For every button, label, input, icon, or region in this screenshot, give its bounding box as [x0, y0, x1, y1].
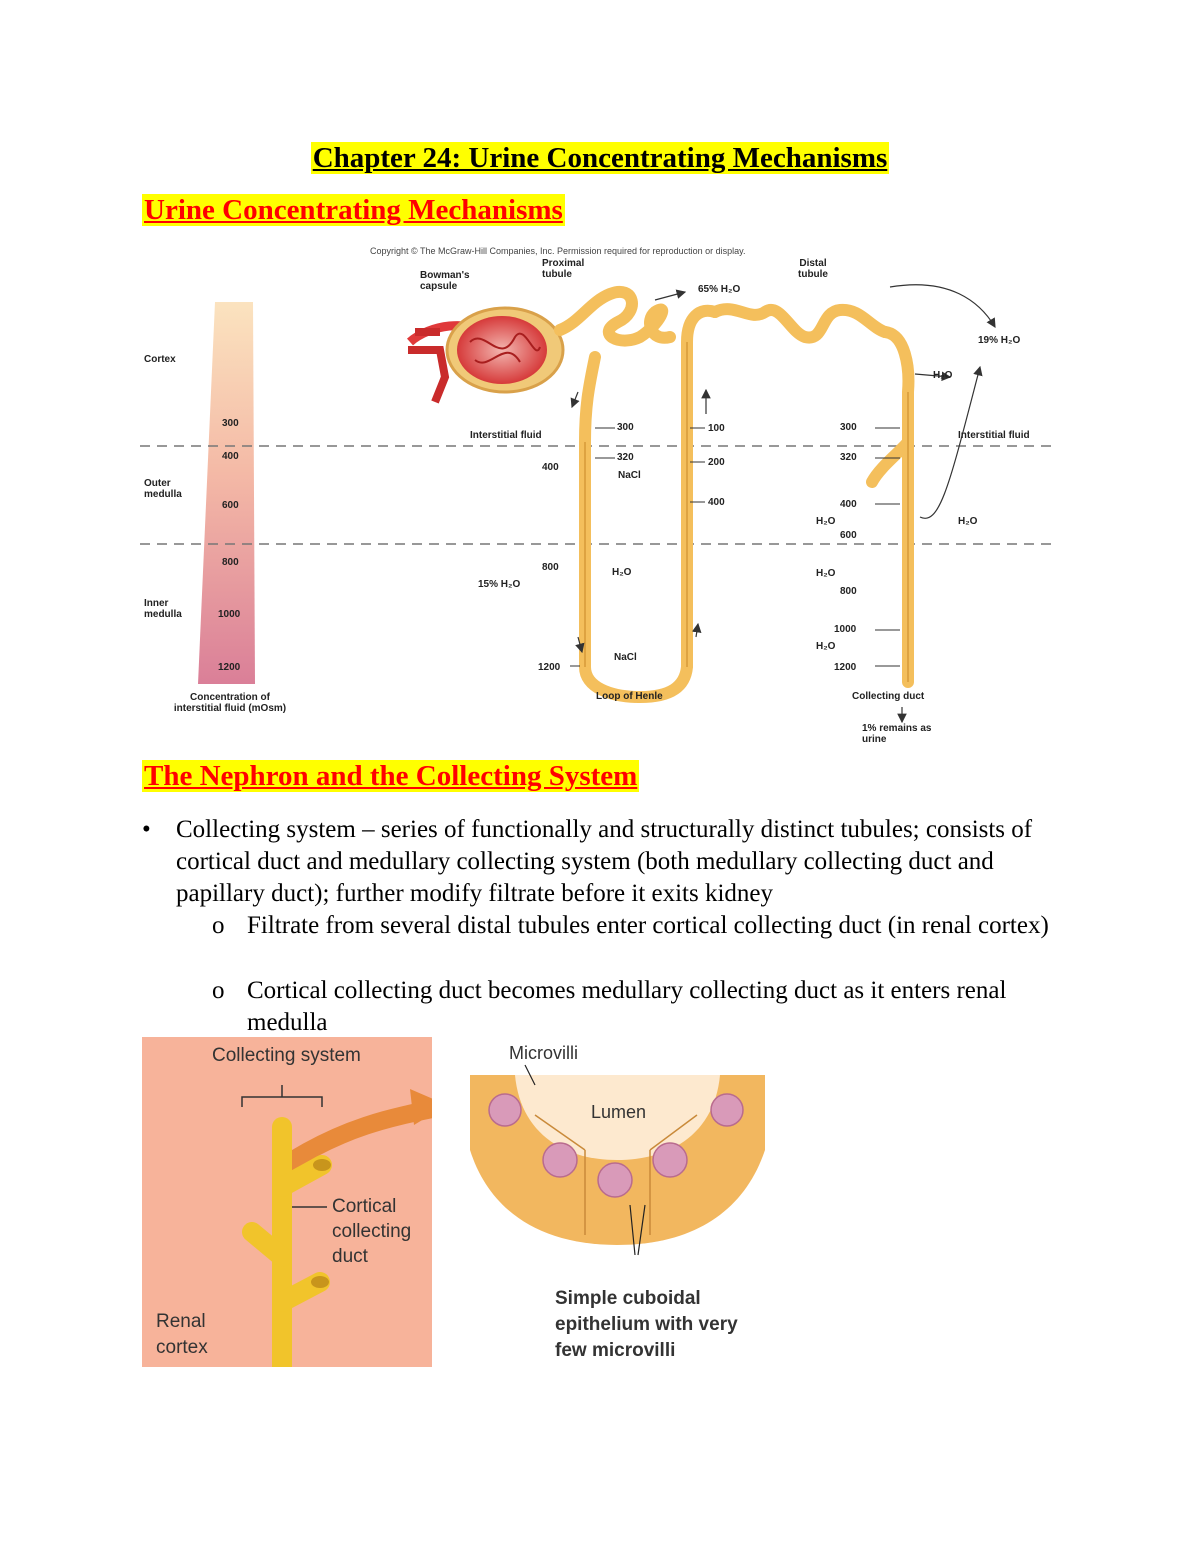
collecting-duct-illustration: [241, 1085, 447, 1377]
cd-320: 320: [840, 452, 857, 463]
nephron-tubule-outline: [584, 342, 909, 682]
label-interstitial-left: Interstitial fluid: [470, 430, 542, 441]
cd-600: 600: [840, 530, 857, 541]
label-simple-cuboidal-epithelium: Simple cuboidal epithelium with very few…: [555, 1288, 738, 1361]
arrow-65-h2o: [654, 289, 687, 301]
zone-inner-medulla: Inner medulla: [144, 598, 182, 620]
label-collecting-duct: Collecting duct: [852, 691, 925, 702]
arrow-to-19-h2o: [889, 284, 996, 329]
label-renal-cortex: Renal cortex: [156, 1311, 208, 1358]
cd-800: 800: [840, 586, 857, 597]
label-nacl-lower: NaCl: [614, 652, 637, 663]
label-cd-h2o-right: H₂O: [958, 516, 978, 527]
label-65-h2o: 65% H₂O: [698, 284, 741, 295]
label-microvilli: Microvilli: [509, 1043, 578, 1063]
gradient-caption: Concentration of interstitial fluid (mOs…: [173, 692, 287, 714]
section-heading-urine-mechanisms: Urine Concentrating Mechanisms: [142, 194, 565, 226]
label-cd-h2o-1: H₂O: [816, 516, 836, 527]
arrow-loop-down: [575, 636, 585, 654]
label-collecting-system: Collecting system: [212, 1045, 361, 1066]
label-19-h2o: 19% H₂O: [978, 335, 1021, 346]
label-loop-of-henle: Loop of Henle: [596, 691, 663, 702]
label-bowmans-capsule: Bowman's capsule: [420, 270, 470, 292]
collecting-system-panel: Collecting system Cortical collecting du…: [142, 1037, 447, 1377]
zone-cortex: Cortex: [144, 354, 176, 365]
label-interstitial-right: Interstitial fluid: [958, 430, 1030, 441]
page-title: Chapter 24: Urine Concentrating Mechanis…: [310, 142, 890, 174]
gradient-value-400: 400: [222, 451, 239, 462]
desc-800: 800: [542, 562, 559, 573]
arrow-dct-h2o: [914, 371, 952, 382]
cd-1200: 1200: [834, 662, 857, 673]
epithelium-illustration: [470, 1064, 765, 1256]
copyright-text: Copyright © The McGraw-Hill Companies, I…: [370, 246, 745, 256]
section-heading-nephron-collecting: The Nephron and the Collecting System: [142, 760, 640, 792]
desc-320: 320: [617, 452, 634, 463]
label-proximal-tubule: Proximal tubule: [542, 258, 585, 280]
desc-400: 400: [542, 462, 559, 473]
gradient-value-600: 600: [222, 500, 239, 511]
asc-200: 200: [708, 457, 725, 468]
label-loop-h2o: H₂O: [612, 567, 632, 578]
label-1-percent-urine: 1% remains as urine: [862, 723, 932, 745]
osmolarity-gradient-bar: [198, 302, 255, 684]
nephron-tubule: [554, 286, 915, 704]
label-lumen: Lumen: [591, 1102, 647, 1122]
nephron-diagram: Copyright © The McGraw-Hill Companies, I…: [140, 246, 1055, 724]
label-15-h2o: 15% H₂O: [478, 579, 521, 590]
gradient-value-1000: 1000: [218, 609, 241, 620]
desc-1200: 1200: [538, 662, 561, 673]
sub-bullet-filtrate: Filtrate from several distal tubules ent…: [247, 912, 1049, 939]
level-ticks: [570, 427, 900, 667]
epithelium-figure: Microvilli Lumen Simple cuboidal epithel…: [465, 1040, 770, 1370]
asc-100: 100: [708, 423, 725, 434]
zone-outer-medulla: Outer medulla: [144, 478, 182, 500]
arrow-descending: [570, 391, 580, 409]
label-cd-h2o-3: H₂O: [816, 641, 836, 652]
cd-300: 300: [840, 422, 857, 433]
label-dct-h2o: H₂O: [933, 370, 953, 381]
gradient-value-800: 800: [222, 557, 239, 568]
label-cortical-collecting-duct: Cortical collecting duct: [332, 1196, 412, 1267]
asc-400: 400: [708, 497, 725, 508]
sub-bullet-cortical-duct: Cortical collecting duct becomes medulla…: [247, 977, 1007, 1036]
bullet-marker: •: [142, 816, 151, 843]
desc-300: 300: [617, 422, 634, 433]
gradient-value-300: 300: [222, 418, 239, 429]
cd-400: 400: [840, 499, 857, 510]
arrow-cd-h2o-up: [919, 365, 983, 519]
bowmans-capsule-illustration: [406, 306, 565, 404]
label-nacl-upper: NaCl: [618, 470, 641, 481]
cd-1000: 1000: [834, 624, 857, 635]
arrow-loop-up: [691, 622, 702, 638]
label-distal-tubule: Distal tubule: [798, 258, 828, 280]
sub-bullet-marker-2: o: [212, 977, 225, 1004]
nephron-figure: Copyright © The McGraw-Hill Companies, I…: [140, 242, 1060, 752]
gradient-value-1200: 1200: [218, 662, 241, 673]
sub-bullet-marker-1: o: [212, 912, 225, 939]
label-cd-h2o-2: H₂O: [816, 568, 836, 579]
bullet-collecting-system: Collecting system – series of functional…: [176, 816, 1033, 907]
